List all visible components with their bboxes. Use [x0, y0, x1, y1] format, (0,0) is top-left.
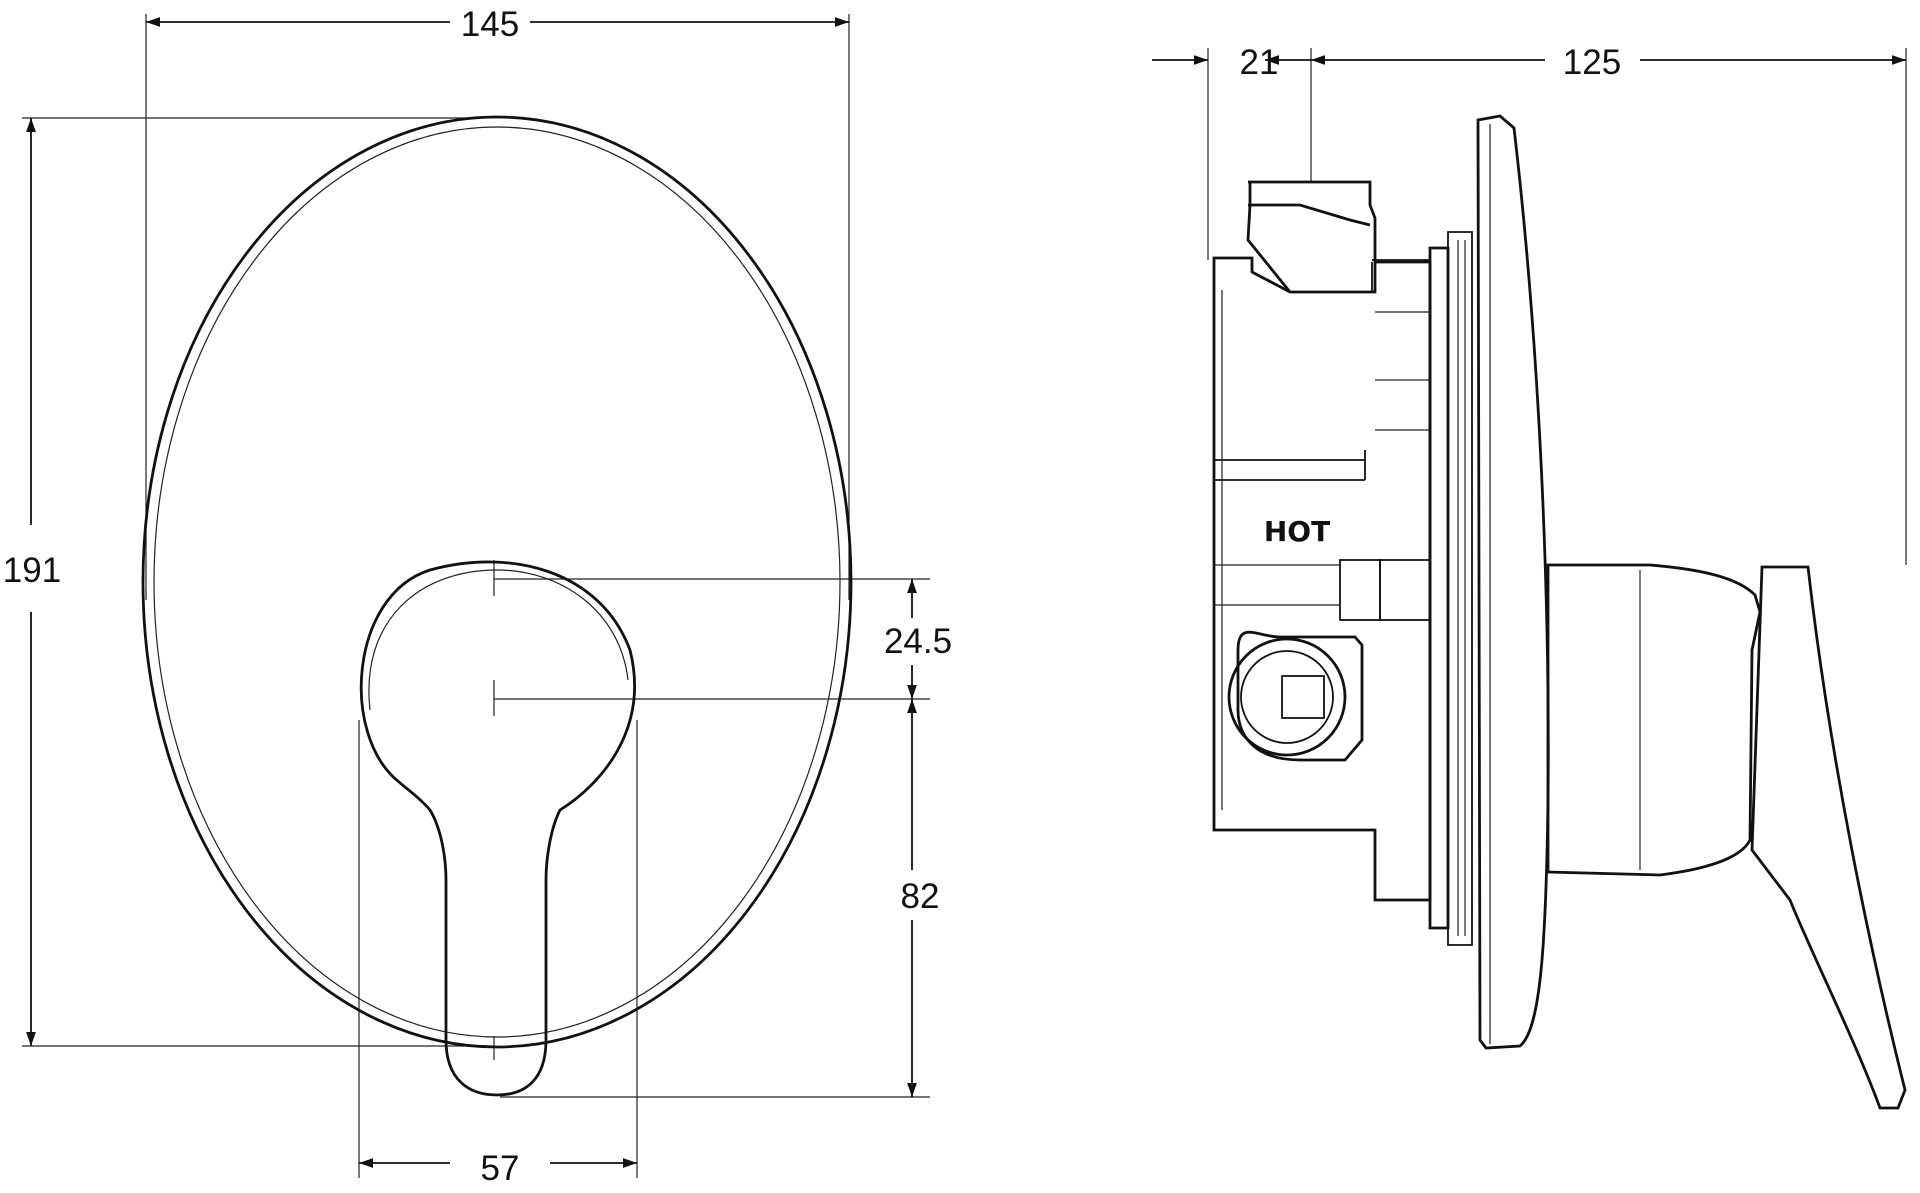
side-lever-paddle [1750, 565, 1907, 1110]
dim-height-front: 191 [3, 551, 61, 590]
hot-label: HOT [1264, 515, 1330, 548]
cover-plate-inner-edge [153, 126, 841, 1038]
dim-offset-center: 24.5 [884, 622, 952, 661]
dim-handle-width: 57 [481, 1149, 520, 1188]
side-lever [1546, 563, 1762, 877]
dim-depth-total: 125 [1563, 43, 1621, 82]
side-outlet [1236, 630, 1364, 762]
lever-handle [359, 560, 636, 1097]
side-view: 21 125 HOT [1152, 43, 1907, 1110]
cover-plate-outline [141, 115, 853, 1049]
dim-depth-body: 21 [1240, 43, 1279, 82]
top-inlet [1246, 180, 1377, 293]
valve-body [1212, 256, 1432, 902]
cover-plate-profile [1476, 114, 1550, 1050]
dim-width-front: 145 [461, 5, 519, 44]
dim-handle-height: 82 [901, 877, 940, 916]
mounting-flange [1428, 246, 1450, 930]
front-view: 145 191 24.5 82 57 [3, 5, 952, 1188]
